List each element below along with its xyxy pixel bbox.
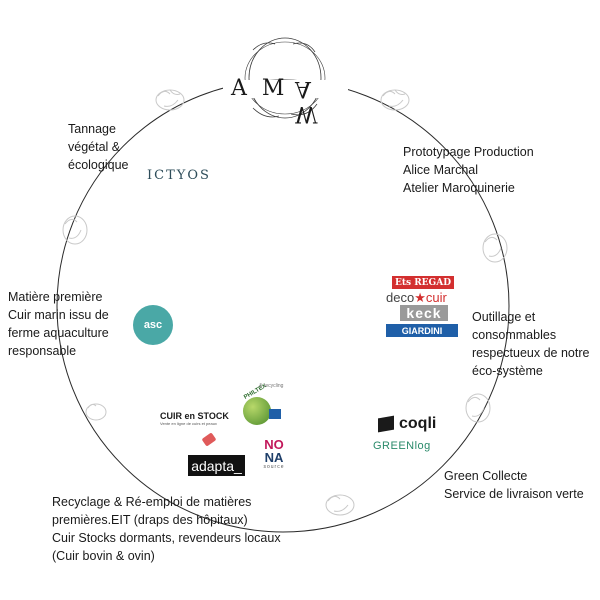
brand-letters-left: A M [231,76,289,101]
station-text: Prototypage Production [403,145,534,159]
wreath-icon [482,233,508,263]
station-text: Cuir marin issu de [8,308,109,322]
station-text: Alice Marchal [403,163,479,177]
giardini-logo: GIARDINI [386,324,458,337]
wreath-icon [465,393,491,423]
station-matiere: Matière première Cuir marin issu de ferm… [8,288,109,360]
adapta-logo: adapta_ [188,455,245,476]
station-text: écologique [68,158,129,172]
wreath-icon [155,89,185,111]
station-text: végétal & [68,140,121,154]
station-text: Cuir Stocks dormants, revendeurs locaux [52,531,281,545]
station-outillage: Outillage et consommables respectueux de… [472,308,589,380]
station-collecte: Green Collecte Service de livraison vert… [444,467,584,503]
wreath-icon [62,215,88,245]
station-text: Service de livraison verte [444,487,584,501]
station-text: Recyclage & Ré-emploi de matières [52,495,252,509]
station-text: éco-système [472,364,543,378]
brand-wreath-icon [244,37,326,119]
ictyos-logo: ICTYOS [147,168,211,183]
asc-logo: asc [133,305,173,345]
brand-letters-right: W A [295,76,322,126]
brand-logo: A M W A [223,30,348,130]
station-text: Tannage [68,122,116,136]
station-text: premières.EIT (draps des hôpitaux) [52,513,248,527]
philtex-logo: PHILTEX & recycling [235,383,290,433]
station-text: Matière première [8,290,103,304]
coqli-logo: coqli [378,415,436,433]
keck-logo: keck [400,305,448,321]
station-text: Green Collecte [444,469,528,483]
cube-icon [378,415,394,433]
station-text: Atelier Maroquinerie [403,181,515,195]
wreath-icon [325,494,355,516]
station-text: respectueux de notre [472,346,590,360]
globe-icon [243,397,271,425]
station-prototypage: Prototypage Production Alice Marchal Ate… [403,143,534,197]
wreath-icon [85,403,107,421]
wreath-icon [380,89,410,111]
shirt-icon [269,409,281,419]
station-recyclage: Recyclage & Ré-emploi de matières premiè… [52,493,281,565]
nona-source-logo: NO NA source [263,437,285,470]
station-text: responsable [8,344,77,358]
station-text: consommables [472,328,557,342]
decocuir-logo: deco★cuir [386,290,447,305]
cuir-en-stock-logo: CUIR en STOCK Vente en ligne de cuirs et… [160,411,229,426]
station-tannage: Tannage végétal & écologique [68,120,128,174]
regad-logo: Ets REGAD [392,276,454,289]
station-text: ferme aquaculture [8,326,109,340]
station-text: Outillage et [472,310,536,324]
greenlog-logo: GREENlog [373,440,431,452]
station-text: (Cuir bovin & ovin) [52,549,155,563]
